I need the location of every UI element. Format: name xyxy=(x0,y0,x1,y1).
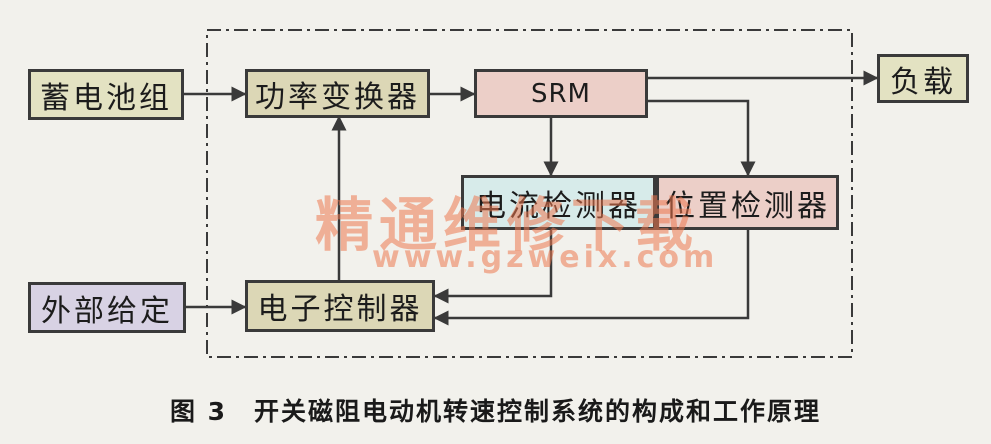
block-battery: 蓄电池组 xyxy=(28,69,184,120)
watermark-text: 精通维修下载 xyxy=(315,191,700,259)
block-position-detector: 位置检测器 xyxy=(656,175,839,230)
block-power-converter: 功率变换器 xyxy=(245,69,430,118)
block-electronic-controller: 电子控制器 xyxy=(245,280,435,332)
block-external-setpoint: 外部给定 xyxy=(28,282,186,333)
arrow-current-detector-to-controller xyxy=(433,230,553,304)
watermark-url: www.gzweix.com xyxy=(372,240,719,275)
arrow-position-detector-to-controller xyxy=(433,230,750,326)
block-current-detector: 电流检测器 xyxy=(461,175,656,230)
figure-caption: 图 3 开关磁阻电动机转速控制系统的构成和工作原理 xyxy=(169,397,822,426)
block-srm: SRM xyxy=(474,69,648,118)
block-load: 负载 xyxy=(877,54,969,103)
arrow-srm-to-position-detector xyxy=(648,99,756,177)
